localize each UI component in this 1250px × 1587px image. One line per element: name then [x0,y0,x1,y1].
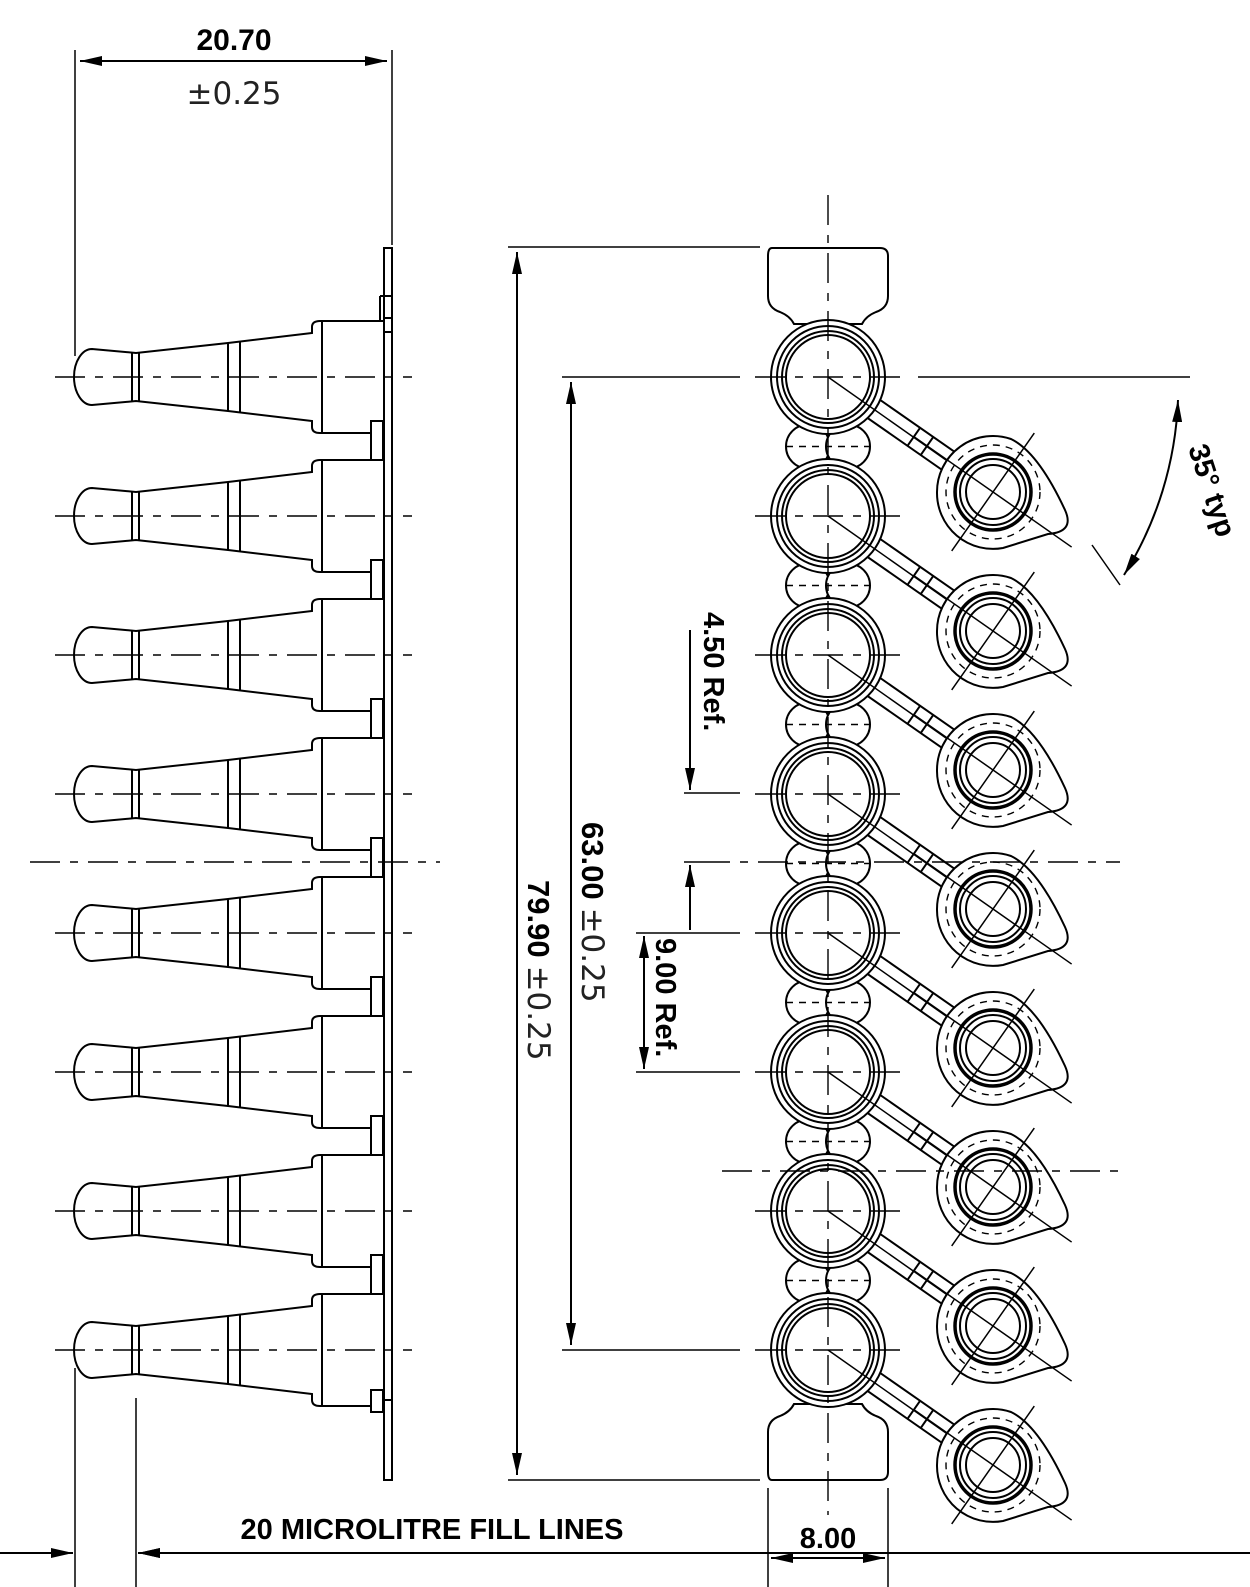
tube-cap [913,988,1073,1108]
pitch-value: 9.00 Ref. [649,938,681,1057]
overall-length-value: 20.70 [196,24,271,57]
side-tube [55,1015,412,1168]
tube-cap [913,849,1073,969]
fill-line-dimension: 20 MICROLITRE FILL LINES [0,1368,1250,1587]
overall-length-dimension: 20.70 ±0.25 [74,24,393,356]
tube-top [755,597,974,758]
strip-length-label: 79.90 ±0.25 [520,880,556,1061]
side-tube [55,1154,412,1307]
side-tube [55,598,412,751]
pitch-dimension: 9.00 Ref. [636,932,740,1073]
tube-span-tolerance: ±0.25 [574,908,610,1003]
side-tube [55,1293,412,1407]
strip-width-dimension: 8.00 [767,1488,889,1587]
cap-angle-value: 35° typ [1181,440,1241,541]
tube-cap [913,432,1073,552]
tube-cap [913,710,1073,830]
cap-offset-value: 4.50 Ref. [697,612,729,731]
tube-span-label: 63.00 ±0.25 [574,822,610,1003]
side-view [30,247,440,1481]
tube-span-value: 63.00 [575,822,610,900]
side-tube [55,459,412,612]
fill-line-note: 20 MICROLITRE FILL LINES [241,1514,624,1546]
strip-length-tolerance: ±0.25 [520,966,556,1061]
side-tube [55,320,412,473]
side-tube [55,876,412,1029]
tube-cap [913,1405,1073,1525]
strip-length-value: 79.90 [521,880,556,958]
overall-length-tolerance: ±0.25 [187,76,282,112]
strip-length-dimension: 79.90 ±0.25 [508,246,760,1481]
strip-width-value: 8.00 [800,1523,856,1555]
tube-cap [913,1266,1073,1386]
tube-cap [913,571,1073,691]
top-view: HGFEDCBA [700,195,1120,1525]
side-tube [55,737,412,890]
tube-span-dimension: 63.00 ±0.25 [562,376,740,1351]
cap-offset-dimension: 4.50 Ref. [684,612,740,930]
tube-cap [913,1127,1073,1247]
